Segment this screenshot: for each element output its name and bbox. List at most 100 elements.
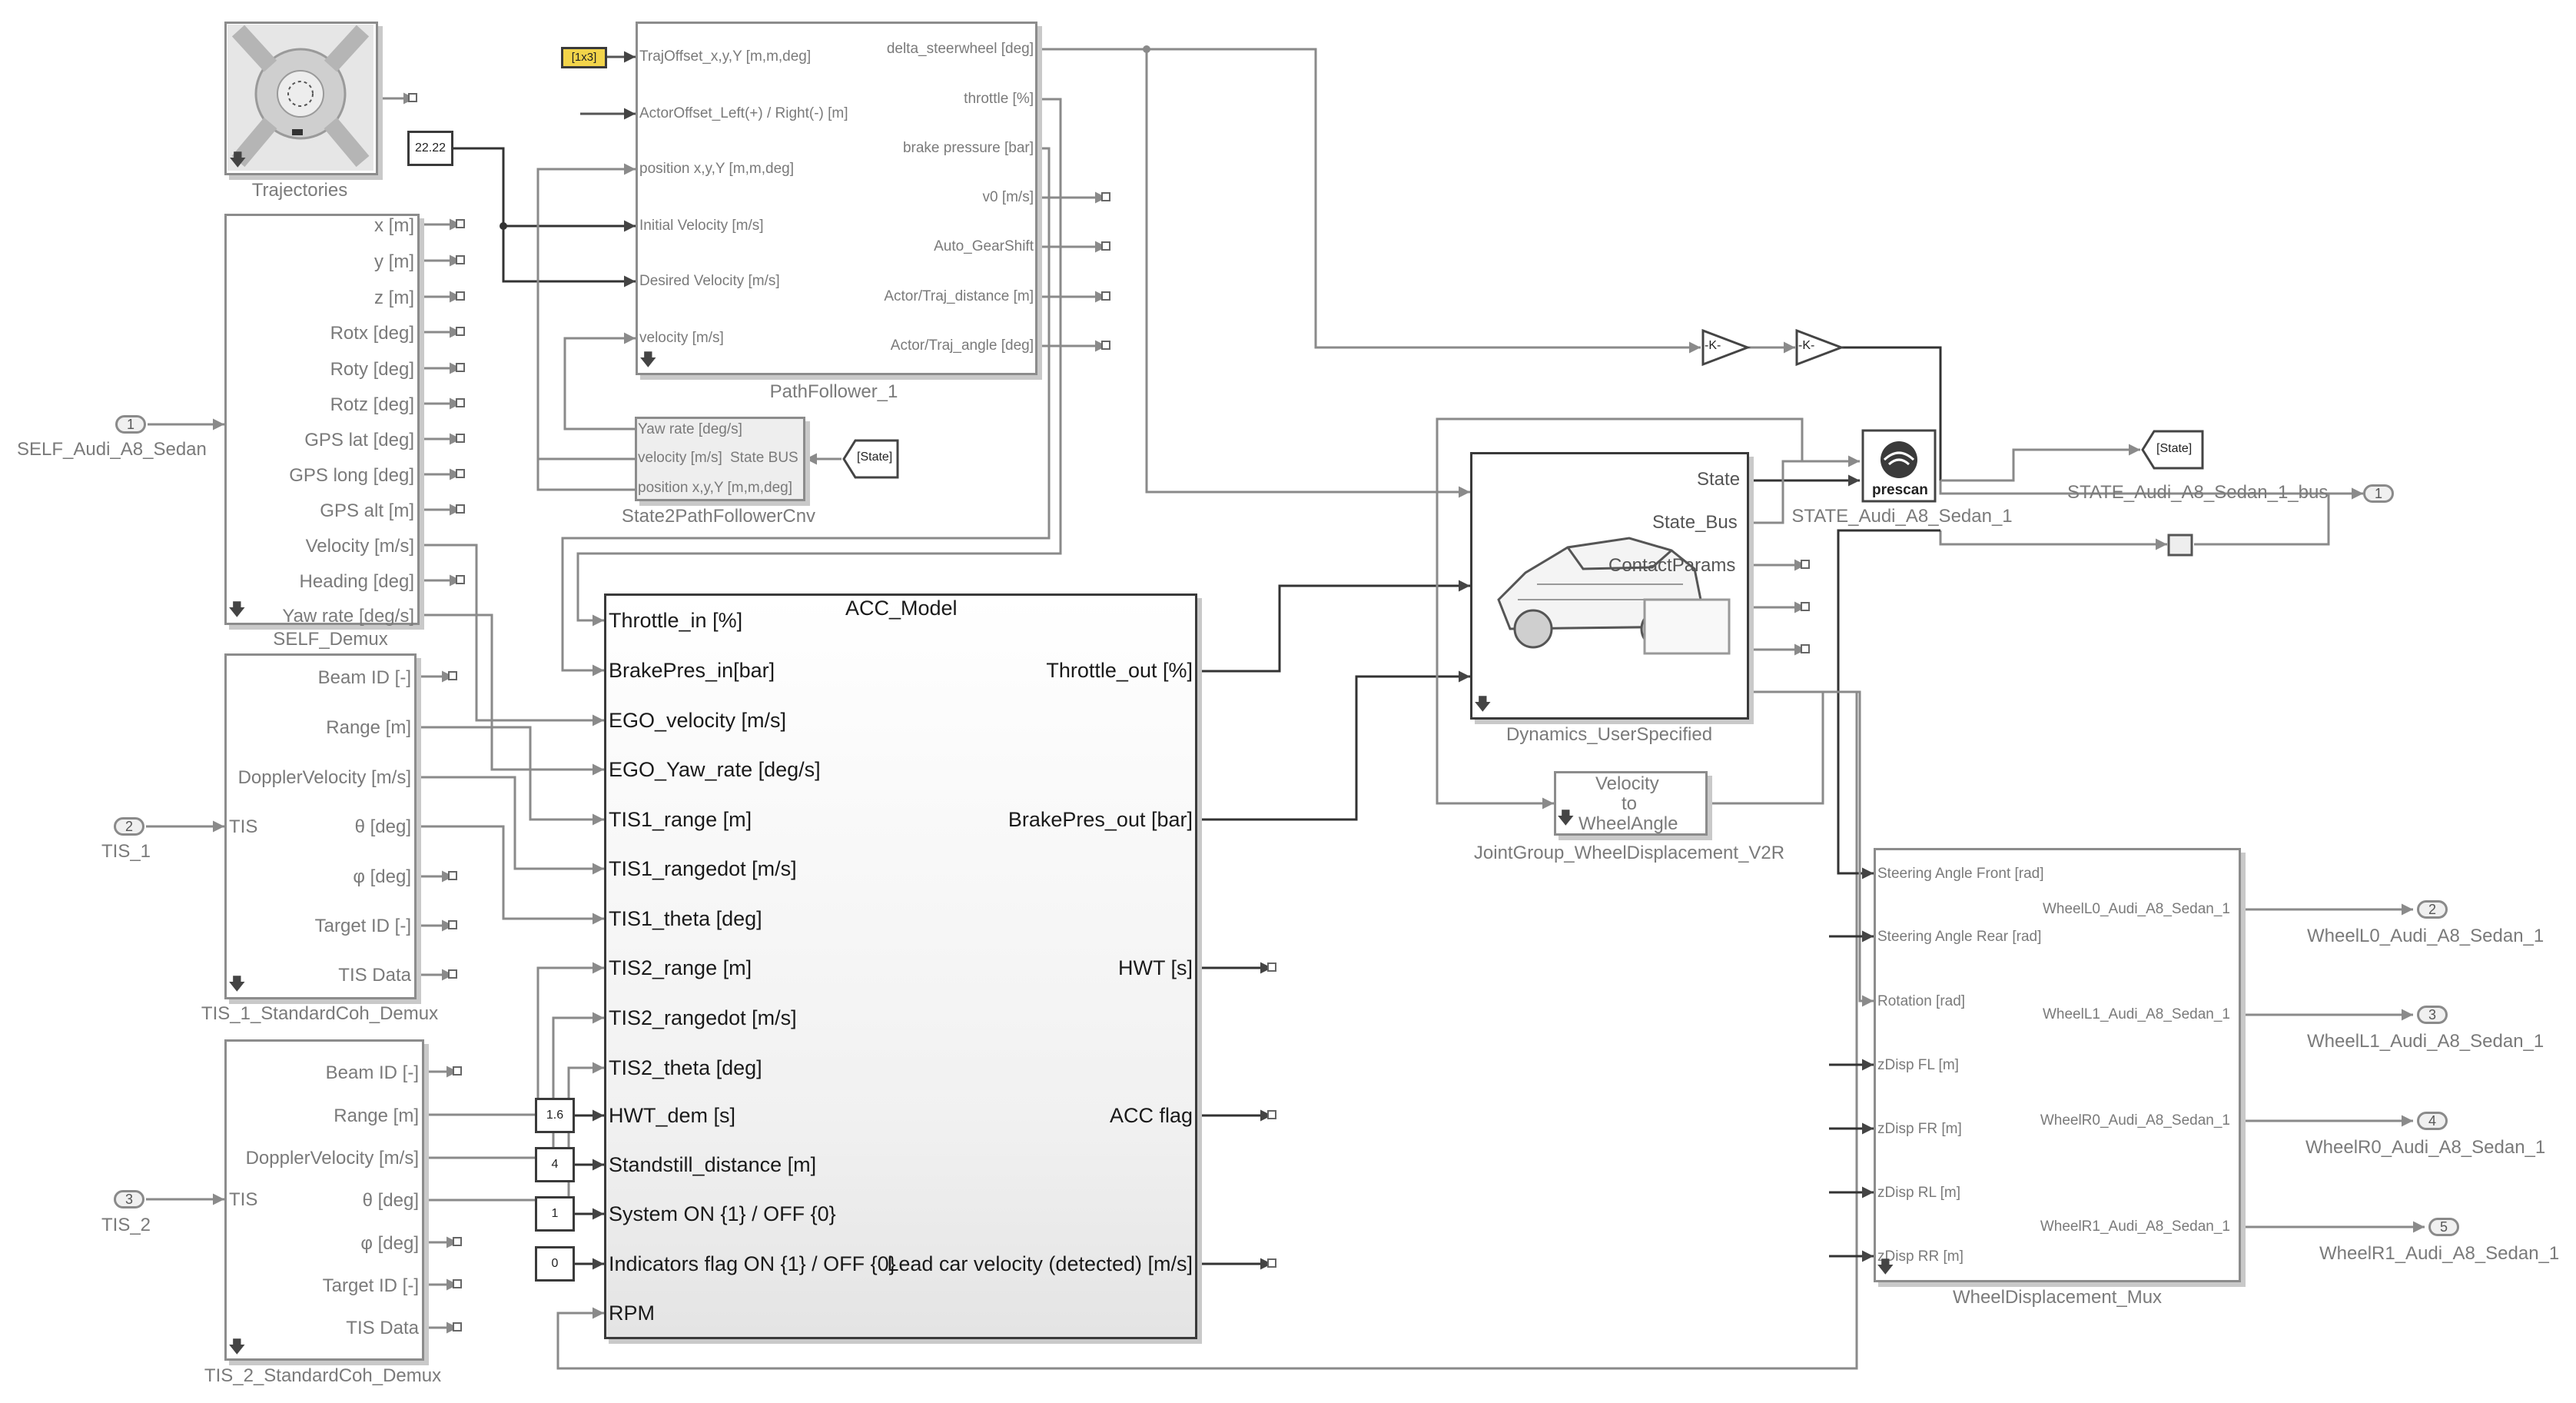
wheel-displacement-mux-block[interactable] [1874, 848, 2241, 1282]
pf-output-v0: v0 [m/s] [982, 189, 1034, 205]
state-goto-label[interactable]: [State] [2156, 442, 2193, 455]
tis2-out-doppler: DopplerVelocity [m/s] [245, 1148, 419, 1169]
pathfollower-block[interactable] [636, 22, 1037, 375]
down-arrow-icon: 🡇 [639, 351, 657, 370]
hwt-dem-const[interactable]: 1.6 [535, 1098, 575, 1133]
down-arrow-icon: 🡇 [228, 600, 246, 620]
prescan-icon [1861, 429, 1937, 503]
state-outport-label: STATE_Audi_A8_Sedan_1_bus [2067, 482, 2329, 503]
self-demux-block[interactable] [224, 214, 420, 625]
tis2-demux-caption: TIS_2_StandardCoh_Demux [204, 1365, 442, 1386]
tis1-out-range: Range [m] [326, 717, 411, 738]
dynamics-out-contact-params: ContactParams [1608, 555, 1736, 576]
self-demux-caption: SELF_Demux [273, 629, 388, 650]
gain-2-label[interactable]: -K- [1798, 339, 1815, 352]
acc-in-ego-yaw-rate: EGO_Yaw_rate [deg/s] [609, 758, 821, 781]
velocity-to-wheelangle-block[interactable] [1554, 771, 1708, 836]
standstill-distance-const[interactable]: 4 [535, 1147, 575, 1182]
tis1-out-phi: φ [deg] [353, 866, 411, 887]
down-arrow-icon: 🡇 [229, 151, 247, 170]
gain-1-label[interactable]: -K- [1705, 339, 1721, 352]
dynamics-userspecified-block[interactable] [1470, 452, 1749, 720]
pf-input-position: position x,y,Y [m,m,deg] [639, 161, 794, 177]
tis1-out-target-id: Target ID [-] [314, 916, 411, 936]
acc-model-block[interactable] [604, 593, 1197, 1339]
tis2-demux-block[interactable] [224, 1039, 424, 1361]
pf-output-distance: Actor/Traj_distance [m] [884, 288, 1034, 304]
tis2-out-beam-id: Beam ID [-] [325, 1062, 419, 1083]
tis2-demux-input: TIS [229, 1189, 258, 1210]
s2pf-input-statebus: State BUS [730, 450, 798, 466]
dynamics-caption: Dynamics_UserSpecified [1505, 724, 1713, 745]
state-from-tag-label[interactable]: [State] [857, 450, 893, 464]
vehicle-cutaway-icon [1497, 537, 1731, 655]
pf-output-throttle: throttle [%] [964, 91, 1034, 107]
self-demux-out-z: z [m] [374, 288, 414, 308]
trajectories-block[interactable] [224, 22, 378, 175]
state2pathfollower-block[interactable] [635, 417, 805, 501]
down-arrow-icon: 🡇 [228, 975, 246, 994]
mux-in-zdisp-rl: zDisp RL [m] [1877, 1185, 1961, 1201]
state-from-tag-shape [842, 439, 899, 479]
velocity-block-caption: JointGroup_WheelDisplacement_V2R [1473, 843, 1785, 863]
acc-out-lead-car-velocity: Lead car velocity (detected) [m/s] [887, 1252, 1193, 1275]
self-inport[interactable]: 1 [115, 415, 146, 434]
pf-input-initial-velocity: Initial Velocity [m/s] [639, 218, 764, 234]
mux-in-zdisp-fr: zDisp FR [m] [1877, 1121, 1962, 1137]
system-on-const[interactable]: 1 [535, 1196, 575, 1232]
acc-in-indicators: Indicators flag ON {1} / OFF {0} [609, 1252, 896, 1275]
pathfollower-caption: PathFollower_1 [769, 381, 898, 402]
tis1-inport[interactable]: 2 [114, 817, 144, 836]
indicators-flag-const[interactable]: 0 [535, 1246, 575, 1282]
acc-in-standstill: Standstill_distance [m] [609, 1153, 817, 1176]
mux-out-wheel-l1: WheelL1_Audi_A8_Sedan_1 [2042, 1006, 2230, 1022]
self-demux-out-yaw-rate: Yaw rate [deg/s] [282, 606, 414, 627]
self-demux-out-gps-long: GPS long [deg] [289, 465, 414, 486]
wheel-r1-outport[interactable]: 5 [2428, 1218, 2459, 1236]
desired-velocity-const[interactable]: 22.22 [407, 131, 453, 166]
tis2-out-range: Range [m] [334, 1105, 419, 1126]
acc-in-tis2-range: TIS2_range [m] [609, 956, 752, 979]
wheel-l0-outport[interactable]: 2 [2417, 900, 2448, 919]
tis2-out-theta: θ [deg] [362, 1190, 419, 1211]
pf-input-desired-velocity: Desired Velocity [m/s] [639, 273, 780, 289]
pf-output-delta-steerwheel: delta_steerwheel [deg] [886, 41, 1034, 57]
tis1-inport-label: TIS_1 [101, 841, 151, 862]
acc-in-tis2-theta: TIS2_theta [deg] [609, 1056, 762, 1079]
tis1-demux-caption: TIS_1_StandardCoh_Demux [201, 1003, 439, 1024]
tis1-out-beam-id: Beam ID [-] [317, 667, 411, 688]
bus-block [2167, 534, 2193, 557]
down-arrow-icon: 🡇 [1877, 1258, 1894, 1277]
acc-in-throttle: Throttle_in [%] [609, 609, 743, 632]
self-demux-out-velocity: Velocity [m/s] [305, 536, 414, 557]
tis2-out-target-id: Target ID [-] [322, 1275, 419, 1296]
tis1-demux-input: TIS [229, 816, 258, 837]
wheel-l1-outport[interactable]: 3 [2417, 1006, 2448, 1024]
wheel-r1-outport-label: WheelR1_Audi_A8_Sedan_1 [2319, 1243, 2560, 1264]
s2pf-output-position: position x,y,Y [m,m,deg] [638, 480, 792, 496]
mux-in-steering-rear: Steering Angle Rear [rad] [1877, 929, 2042, 945]
pf-input-trajoffset: TrajOffset_x,y,Y [m,m,deg] [639, 48, 812, 65]
velocity-block-line-2: to [1622, 793, 1638, 814]
tis2-out-phi: φ [deg] [360, 1233, 419, 1254]
self-demux-out-x: x [m] [374, 215, 414, 236]
state-outport[interactable]: 1 [2363, 484, 2394, 503]
traj-offset-const[interactable]: [1x3] [561, 47, 607, 68]
self-demux-out-gps-alt: GPS alt [m] [320, 500, 414, 521]
tis1-demux-block[interactable] [224, 653, 417, 999]
tis1-out-doppler: DopplerVelocity [m/s] [237, 767, 411, 788]
velocity-block-line-1: Velocity [1595, 773, 1659, 794]
self-demux-out-rotx: Rotx [deg] [330, 323, 414, 344]
self-demux-out-heading: Heading [deg] [299, 571, 414, 592]
tis2-inport-label: TIS_2 [101, 1215, 151, 1235]
wheel-l1-outport-label: WheelL1_Audi_A8_Sedan_1 [2307, 1031, 2544, 1052]
dynamics-out-state: State [1697, 469, 1741, 490]
mux-out-wheel-r0: WheelR0_Audi_A8_Sedan_1 [2040, 1112, 2230, 1129]
acc-in-tis1-theta: TIS1_theta [deg] [609, 907, 762, 930]
wheel-r0-outport[interactable]: 4 [2417, 1112, 2448, 1130]
tis2-out-tis-data: TIS Data [346, 1318, 419, 1338]
tis1-out-theta: θ [deg] [354, 816, 411, 837]
tis2-inport[interactable]: 3 [114, 1190, 144, 1209]
